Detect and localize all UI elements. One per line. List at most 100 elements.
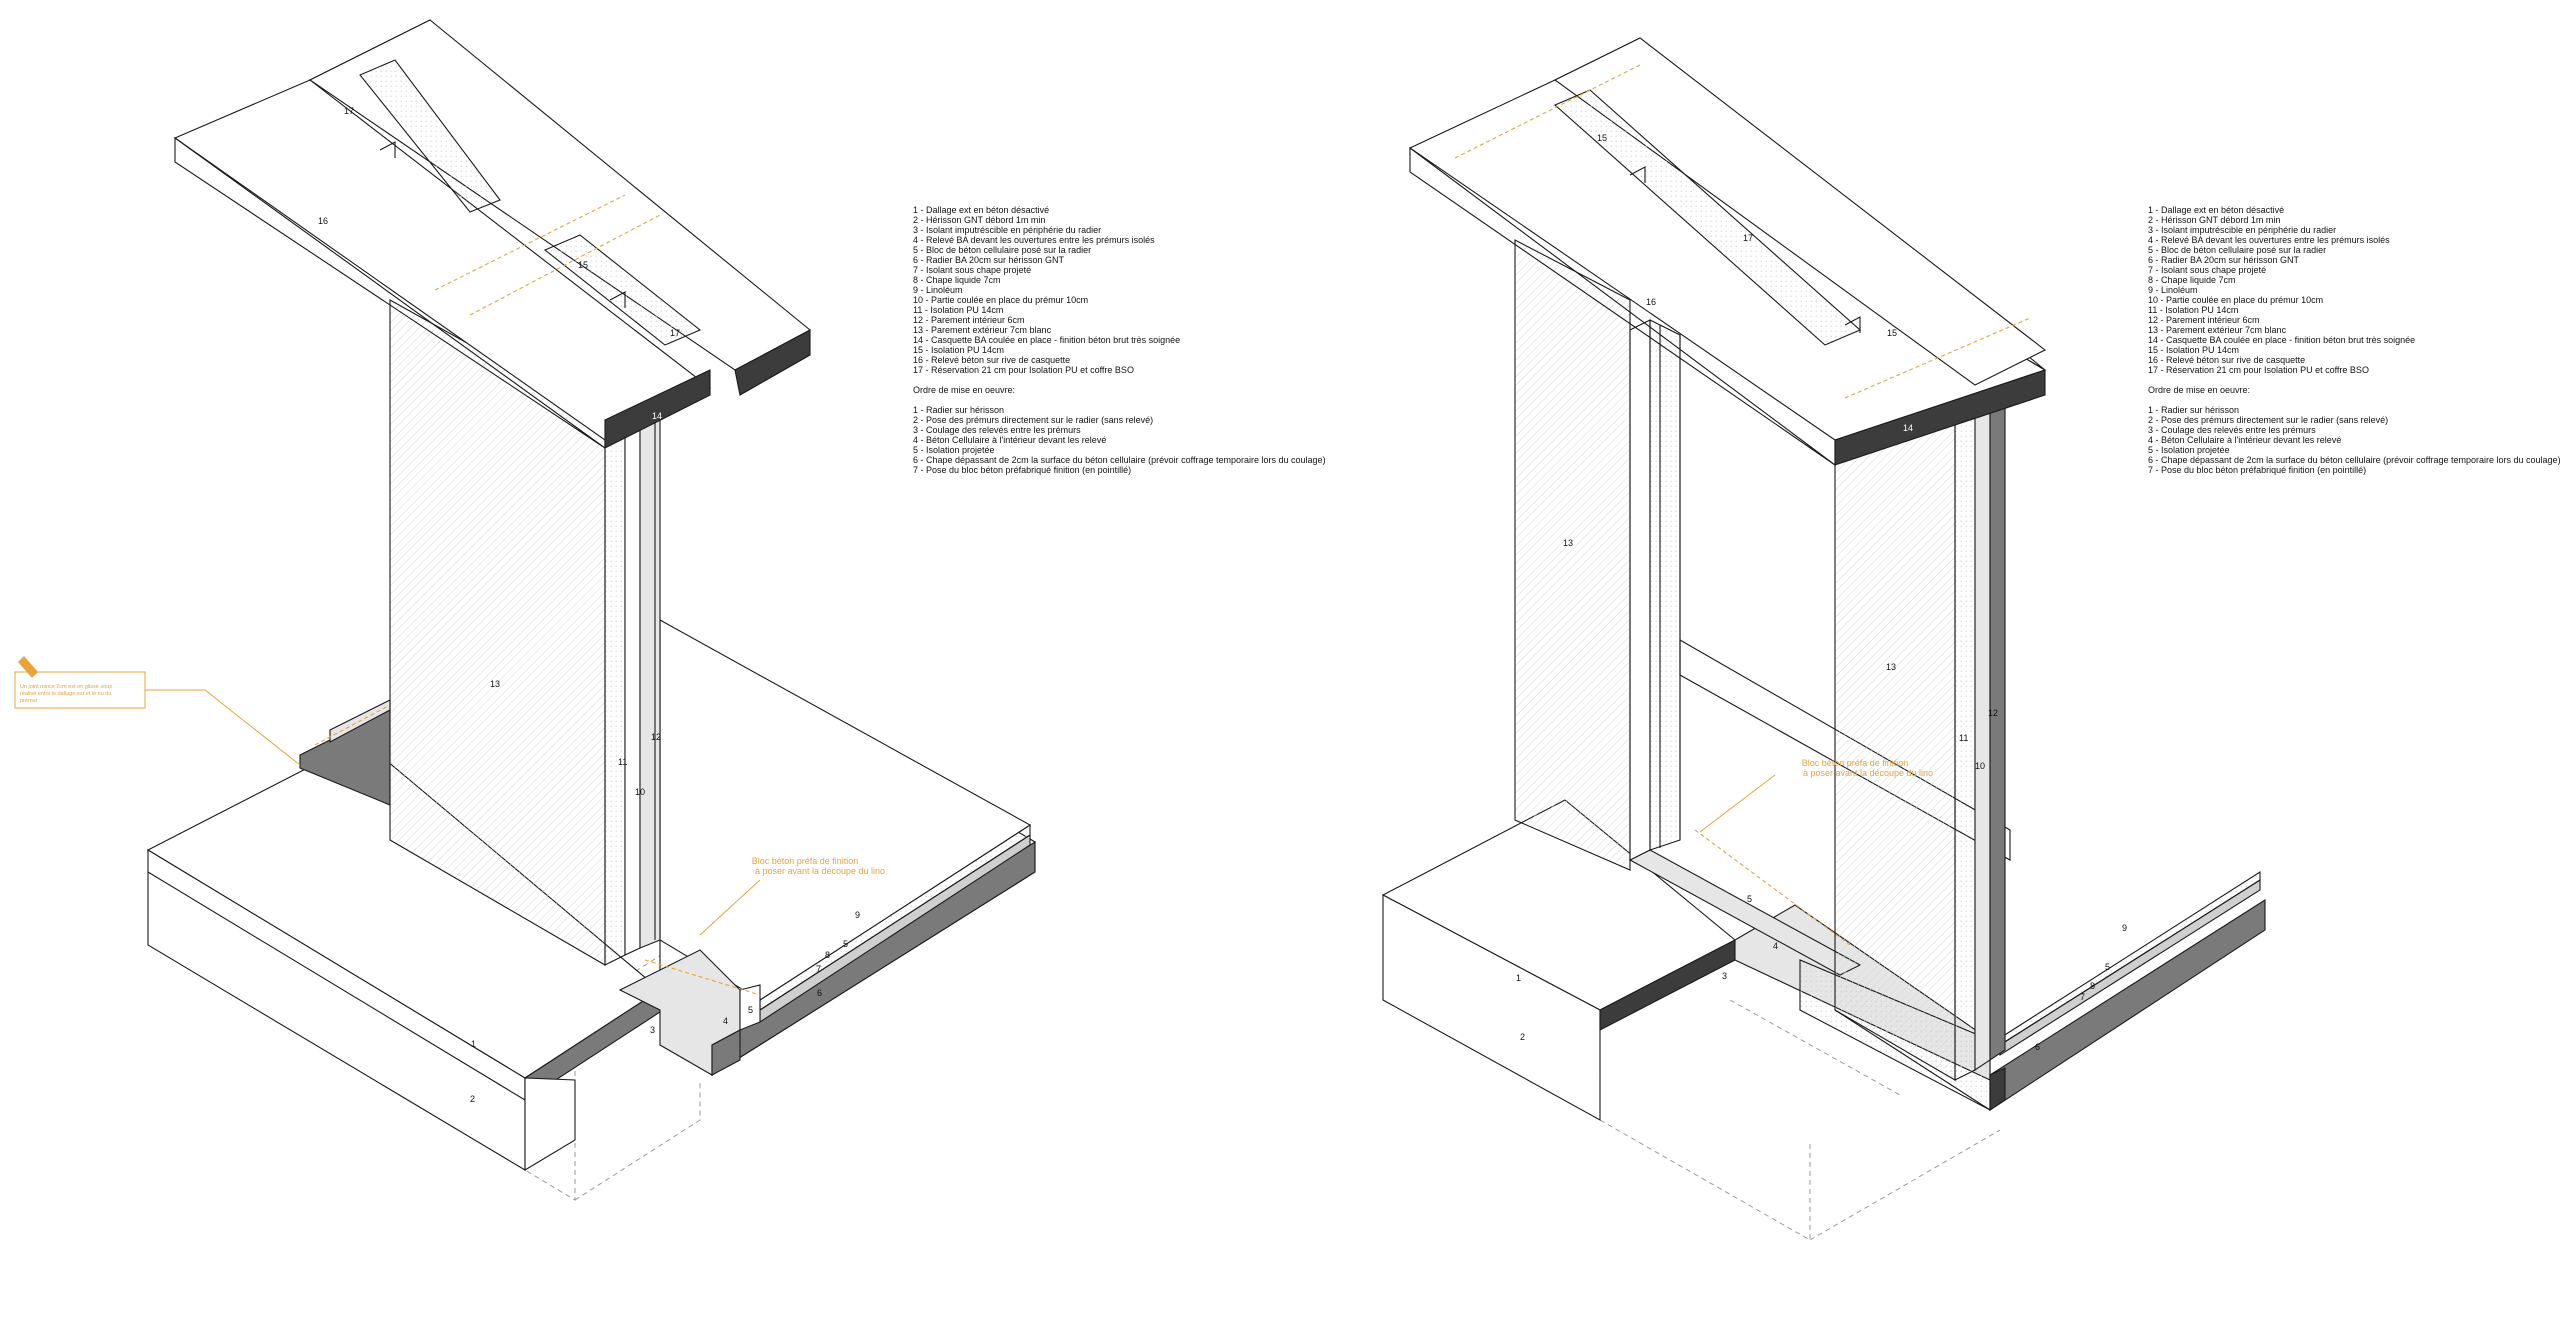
- left-releve-block: [618, 949, 761, 1076]
- legend-item-9: 9 - Linoléum: [913, 285, 963, 295]
- legend-item-6: 6 - Radier BA 20cm sur hérisson GNT: [913, 255, 1065, 265]
- sequence-step-1: 1 - Radier sur hérisson: [2148, 405, 2240, 415]
- left-label-9: 9: [855, 910, 860, 920]
- left-label-7: 7: [816, 964, 821, 974]
- right-label-13b: 13: [1886, 662, 1896, 672]
- legend-item-17: 17 - Réservation 21 cm pour Isolation PU…: [2148, 365, 2369, 375]
- note-text-1: Un joint mince 2cm est en glissé sous: [20, 684, 112, 690]
- right-label-3: 3: [1722, 971, 1727, 981]
- sequence-step-7: 7 - Pose du bloc béton préfabriqué finit…: [2148, 465, 2367, 475]
- note-text-2: réalisé entre le dallage ext et le nu du: [20, 691, 111, 697]
- left-label-13: 13: [490, 679, 500, 689]
- legend-item-2: 2 - Hérisson GNT débord 1m min: [913, 215, 1046, 225]
- sequence-step-1: 1 - Radier sur hérisson: [913, 405, 1005, 415]
- sequence-step-7: 7 - Pose du bloc béton préfabriqué finit…: [913, 465, 1132, 475]
- left-label-5b: 5: [843, 939, 848, 949]
- legend-item-1: 1 - Dallage ext en béton désactivé: [913, 205, 1050, 215]
- left-label-8: 8: [825, 950, 830, 960]
- sequence-heading-left: Ordre de mise en oeuvre:: [913, 385, 1016, 395]
- legend-item-2: 2 - Hérisson GNT débord 1m min: [2148, 215, 2281, 225]
- left-label-4: 4: [723, 1016, 728, 1026]
- left-label-12: 12: [651, 732, 661, 742]
- right-label-16: 16: [1646, 297, 1656, 307]
- sequence-step-3: 3 - Coulage des relevés entre les prémur…: [2148, 425, 2316, 435]
- right-label-17: 17: [1743, 233, 1753, 243]
- legend-item-13: 13 - Parement extérieur 7cm blanc: [913, 325, 1052, 335]
- left-label-1: 1: [471, 1039, 476, 1049]
- right-label-7: 7: [2080, 992, 2085, 1002]
- left-label-3: 3: [650, 1025, 655, 1035]
- right-label-1: 1: [1516, 973, 1521, 983]
- legend-item-3: 3 - Isolant imputréscible en périphérie …: [2148, 225, 2337, 235]
- right-rear-wall: [1514, 239, 1631, 871]
- note-text-3: prémur: [20, 698, 38, 704]
- left-labels: 1 2 3 4 5 5 6 7 8 9 10 11 12 13 14 15 16…: [318, 106, 860, 1104]
- right-exterior-slab: [1381, 799, 1736, 1121]
- left-bloc-annotation-2: à poser avant la découpe du lino: [755, 866, 885, 876]
- left-exterior-slab: [146, 739, 661, 1171]
- left-label-16: 16: [318, 216, 328, 226]
- right-bloc-leader: [1699, 774, 1776, 833]
- right-label-8: 8: [2090, 981, 2095, 991]
- sequence-step-5: 5 - Isolation projetée: [913, 445, 995, 455]
- right-label-12: 12: [1988, 708, 1998, 718]
- right-label-5b: 5: [2105, 962, 2110, 972]
- left-label-10: 10: [635, 787, 645, 797]
- legend-item-10: 10 - Partie coulée en place du prémur 10…: [913, 295, 1089, 305]
- legend-item-16: 16 - Relevé béton sur rive de casquette: [2148, 355, 2306, 365]
- right-label-5a: 5: [1747, 894, 1752, 904]
- right-label-10: 10: [1975, 761, 1985, 771]
- left-label-6: 6: [817, 988, 822, 998]
- sequence-step-5: 5 - Isolation projetée: [2148, 445, 2230, 455]
- sequence-step-3: 3 - Coulage des relevés entre les prémur…: [913, 425, 1081, 435]
- left-label-11: 11: [618, 757, 627, 767]
- legend-item-1: 1 - Dallage ext en béton désactivé: [2148, 205, 2285, 215]
- legend-item-13: 13 - Parement extérieur 7cm blanc: [2148, 325, 2287, 335]
- left-label-15: 15: [578, 260, 588, 270]
- legend-item-9: 9 - Linoléum: [2148, 285, 2198, 295]
- legend-item-8: 8 - Chape liquide 7cm: [913, 275, 1001, 285]
- legend-item-11: 11 - Isolation PU 14cm: [2148, 305, 2239, 315]
- legend-item-5: 5 - Bloc de béton cellulaire posé sur la…: [913, 245, 1092, 255]
- right-label-11: 11: [1959, 733, 1968, 743]
- right-label-13a: 13: [1563, 538, 1573, 548]
- right-label-6: 6: [2035, 1042, 2040, 1052]
- legend-item-11: 11 - Isolation PU 14cm: [913, 305, 1004, 315]
- left-label-17a: 17: [344, 106, 354, 116]
- legend-item-10: 10 - Partie coulée en place du prémur 10…: [2148, 295, 2324, 305]
- legend-item-15: 15 - Isolation PU 14cm: [913, 345, 1005, 355]
- legend-item-14: 14 - Casquette BA coulée en place - fini…: [913, 335, 1181, 345]
- legend-item-12: 12 - Parement intérieur 6cm: [913, 315, 1025, 325]
- right-labels: 1 2 3 4 5 5 6 7 8 9 10 11 12 13 13 14 15…: [1516, 133, 2127, 1052]
- right-door-recess: [1628, 319, 1862, 976]
- sequence-step-2: 2 - Pose des prémurs directement sur le …: [2148, 415, 2389, 425]
- left-detail: [145, 19, 1036, 1201]
- left-bloc-annotation-1: Bloc béton préfa de finition: [752, 856, 859, 866]
- legend-item-6: 6 - Radier BA 20cm sur hérisson GNT: [2148, 255, 2300, 265]
- left-canopy: [173, 19, 811, 449]
- pencil-icon: [18, 656, 38, 678]
- right-label-15b: 15: [1887, 328, 1897, 338]
- right-label-9: 9: [2122, 923, 2127, 933]
- left-note-leader: [145, 689, 301, 766]
- right-bloc-annotation-2: à poser avant la découpe du lino: [1803, 768, 1933, 778]
- legend-item-17: 17 - Réservation 21 cm pour Isolation PU…: [913, 365, 1134, 375]
- legend-item-12: 12 - Parement intérieur 6cm: [2148, 315, 2260, 325]
- left-label-17b: 17: [670, 328, 680, 338]
- legend-item-14: 14 - Casquette BA coulée en place - fini…: [2148, 335, 2416, 345]
- right-bloc-annotation-1: Bloc béton préfa de finition: [1802, 758, 1909, 768]
- left-label-5a: 5: [748, 1005, 753, 1015]
- legend-item-4: 4 - Relevé BA devant les ouvertures entr…: [913, 235, 1155, 245]
- sequence-step-6: 6 - Chape dépassant de 2cm la surface du…: [913, 455, 1326, 465]
- sequence-step-6: 6 - Chape dépassant de 2cm la surface du…: [2148, 455, 2560, 465]
- left-label-2: 2: [470, 1094, 475, 1104]
- right-canopy: [1408, 37, 2047, 466]
- sequence-step-2: 2 - Pose des prémurs directement sur le …: [913, 415, 1154, 425]
- legend-item-5: 5 - Bloc de béton cellulaire posé sur la…: [2148, 245, 2327, 255]
